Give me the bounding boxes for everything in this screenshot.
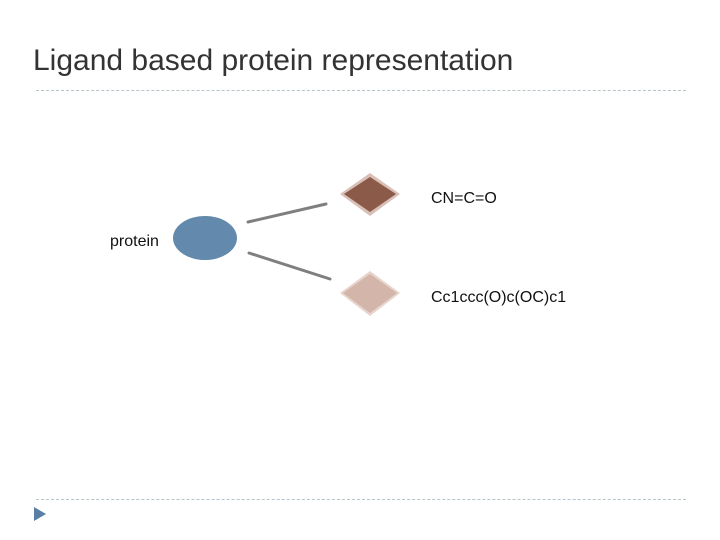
ligand-label-2: Cc1ccc(O)c(OC)c1	[431, 289, 567, 306]
slide-title: Ligand based protein representation	[33, 44, 514, 77]
ligand-node-2	[343, 274, 397, 313]
ligand-node-1	[344, 177, 396, 212]
protein-label: protein	[110, 233, 159, 250]
ligand-label-1: CN=C=O	[431, 190, 497, 207]
triangle-bullet-icon	[34, 507, 46, 521]
protein-node-fill	[173, 216, 237, 260]
title-divider	[36, 90, 686, 91]
footer-divider	[36, 499, 686, 500]
edge-protein-ligand-1	[246, 202, 328, 224]
edge-protein-ligand-2	[247, 251, 332, 281]
